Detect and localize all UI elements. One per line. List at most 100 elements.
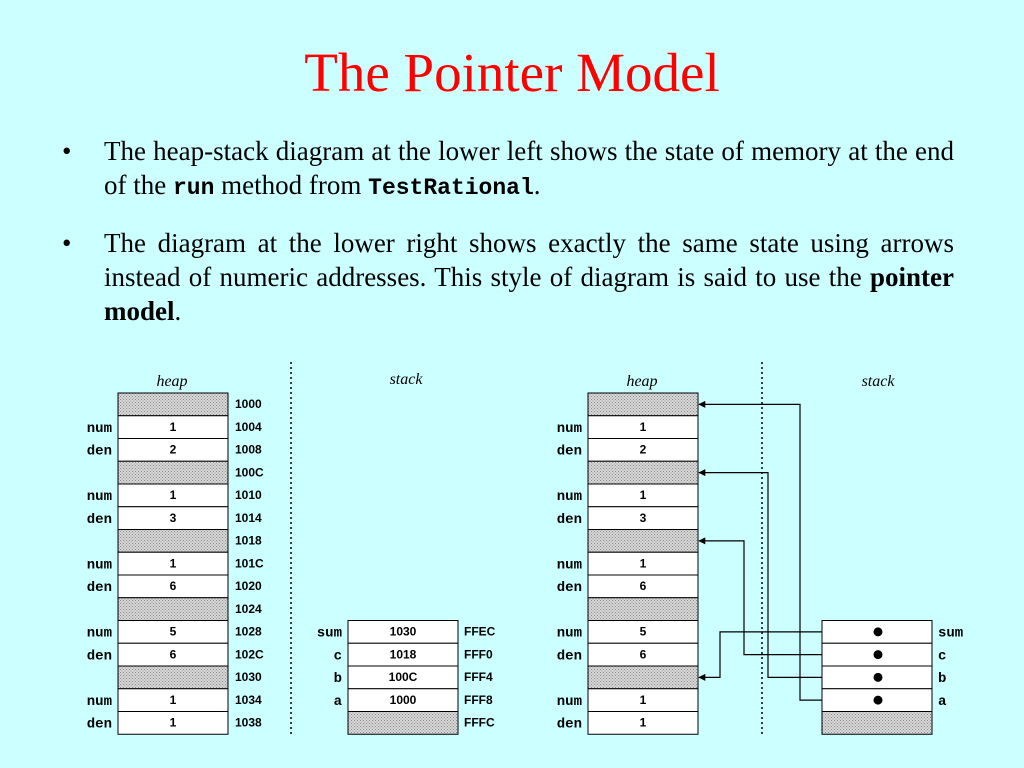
right-stack-var-name: a xyxy=(938,694,947,710)
left-stack-address: FFFC xyxy=(464,716,495,730)
right-heap-value: 1 xyxy=(640,420,647,434)
left-stack-value: 100C xyxy=(389,670,418,684)
right-heap-value: 2 xyxy=(640,443,647,457)
left-heap-value: 1 xyxy=(170,556,177,570)
left-stack-var-name: sum xyxy=(317,626,342,642)
left-stack-var-name: b xyxy=(334,671,342,687)
right-heap-var-name: num xyxy=(557,421,582,437)
left-heap-address: 1008 xyxy=(235,443,262,457)
left-heap-address: 1034 xyxy=(235,693,262,707)
right-heap-shaded-cell xyxy=(587,597,699,621)
bullet-dot-icon: • xyxy=(62,228,72,258)
right-heap-var-name: den xyxy=(557,512,582,528)
right-heap-var-name: den xyxy=(557,444,582,460)
right-heap-shaded-cell xyxy=(587,665,699,690)
left-heap-var-name: num xyxy=(87,557,112,573)
right-stack-label: stack xyxy=(862,373,896,390)
left-heap-shaded-cell xyxy=(117,529,229,553)
left-heap-address: 1010 xyxy=(235,488,262,502)
left-heap-address: 1018 xyxy=(235,534,262,548)
left-heap-value: 1 xyxy=(170,488,177,502)
slide-title: The Pointer Model xyxy=(304,42,720,103)
bullet-1-text-c: . xyxy=(533,170,541,200)
right-heap-value: 5 xyxy=(640,625,647,639)
right-heap-value: 3 xyxy=(640,511,647,525)
left-heap-address: 1020 xyxy=(235,579,262,593)
right-heap-var-name: num xyxy=(557,557,582,573)
right-heap-value: 6 xyxy=(640,647,647,661)
bullet-item-1: •The heap-stack diagram at the lower lef… xyxy=(62,134,954,205)
left-heap-address: 101C xyxy=(235,556,264,570)
left-heap-var-name: num xyxy=(87,489,112,505)
left-heap-var-name: den xyxy=(87,648,112,664)
bullet-dot-icon: • xyxy=(62,136,72,166)
left-heap-var-name: num xyxy=(87,694,112,710)
pointer-dot-sum xyxy=(873,627,883,637)
right-heap-label: heap xyxy=(626,373,657,390)
right-heap-cell xyxy=(587,711,699,735)
left-heap-address: 1038 xyxy=(235,716,262,730)
pointer-dot-a xyxy=(873,695,883,705)
left-heap-var-name: num xyxy=(87,626,112,642)
right-heap-value: 1 xyxy=(640,556,647,570)
bullet-1-code-run: run xyxy=(172,175,215,201)
right-heap-value: 6 xyxy=(640,579,647,593)
left-heap-shaded-cell xyxy=(117,665,229,690)
right-heap-value: 1 xyxy=(640,488,647,502)
right-stack-var-name: sum xyxy=(938,626,963,642)
left-heap-address: 1030 xyxy=(235,670,262,684)
left-heap-value: 1 xyxy=(170,693,177,707)
left-heap-value: 6 xyxy=(170,579,177,593)
bullet-2-bold: pointer model xyxy=(104,262,954,326)
left-heap-var-name: den xyxy=(87,580,112,596)
left-heap-value: 1 xyxy=(170,716,177,730)
left-heap-value: 6 xyxy=(170,647,177,661)
left-heap-value: 5 xyxy=(170,625,177,639)
left-stack-value: 1000 xyxy=(390,693,417,707)
right-heap-value: 1 xyxy=(640,716,647,730)
left-heap-address: 1000 xyxy=(235,397,262,411)
bullet-2-text-b: . xyxy=(174,296,182,326)
bullet-item-2: • The diagram at the lower right shows ex… xyxy=(62,226,954,328)
left-heap-shaded-cell xyxy=(117,597,229,621)
left-heap-value: 2 xyxy=(170,443,177,457)
right-heap-var-name: num xyxy=(557,694,582,710)
left-stack-address: FFF0 xyxy=(464,647,493,661)
left-stack-value: 1018 xyxy=(390,647,417,661)
left-heap-shaded-cell xyxy=(117,460,229,485)
right-heap-var-name: num xyxy=(557,489,582,505)
left-heap-address: 102C xyxy=(235,647,264,661)
pointer-arrow-sum xyxy=(698,631,878,681)
left-heap-label: heap xyxy=(156,373,187,390)
left-heap-address: 1024 xyxy=(235,602,262,616)
left-stack-label: stack xyxy=(390,371,424,388)
left-heap-var-name: num xyxy=(87,421,112,437)
left-stack-address: FFEC xyxy=(464,625,496,639)
left-heap-value: 3 xyxy=(170,511,177,525)
left-stack-var-name: a xyxy=(334,694,343,710)
pointer-dot-c xyxy=(873,650,883,660)
right-heap-var-name: den xyxy=(557,580,582,596)
right-heap-var-name: num xyxy=(557,626,582,642)
left-heap-address: 1014 xyxy=(235,511,262,525)
left-heap-var-name: den xyxy=(87,512,112,528)
bullet-1-text-b: method from xyxy=(214,170,369,200)
left-heap-address: 1004 xyxy=(235,420,262,434)
left-heap-cell xyxy=(117,711,229,735)
bullet-list: •The heap-stack diagram at the lower lef… xyxy=(62,134,954,349)
right-stack-var-name: b xyxy=(938,671,946,687)
right-heap-shaded-cell xyxy=(587,529,699,553)
right-heap-var-name: den xyxy=(557,648,582,664)
left-stack-shaded-cell xyxy=(347,711,459,735)
left-heap-var-name: den xyxy=(87,444,112,460)
left-heap-address: 1028 xyxy=(235,625,262,639)
bullet-2-text-a: The diagram at the lower right shows exa… xyxy=(104,228,954,292)
right-stack-var-name: c xyxy=(938,648,946,664)
left-heap-var-name: den xyxy=(87,717,112,733)
left-heap-value: 1 xyxy=(170,420,177,434)
left-stack-address: FFF8 xyxy=(464,693,493,707)
